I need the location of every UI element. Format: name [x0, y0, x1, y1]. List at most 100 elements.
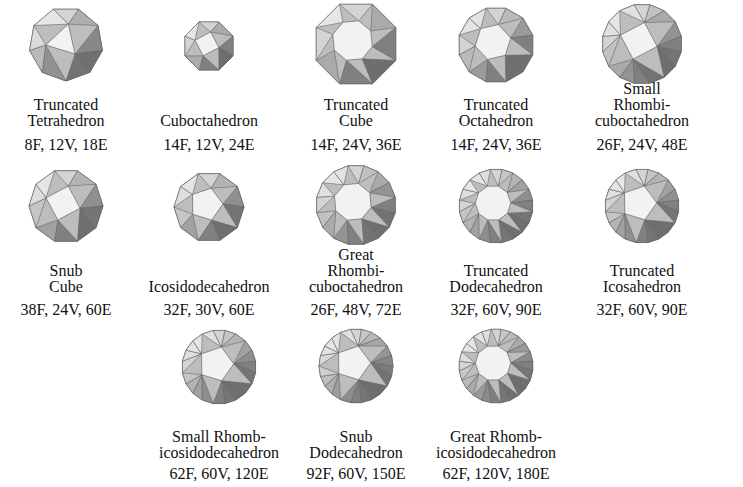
- polyhedron-outline: [30, 9, 103, 81]
- polyhedron-outline: [603, 5, 681, 83]
- face-vertex-edge-count: 32F, 60V, 90E: [597, 302, 688, 318]
- polyhedron-facet: [319, 366, 339, 376]
- polyhedron-facet: [316, 4, 343, 27]
- polyhedron-name: Truncated Dodecahedron: [449, 263, 542, 295]
- polyhedron-face: [333, 21, 372, 60]
- polyhedron-face: [46, 24, 75, 54]
- polyhedron-facet: [490, 169, 502, 186]
- face-vertex-edge-count: 92F, 60V, 150E: [307, 466, 406, 482]
- polyhedron-figure: [316, 4, 395, 83]
- polyhedron-facet: [202, 375, 213, 404]
- polyhedron-facet: [334, 166, 348, 185]
- polyhedron-facet: [371, 363, 392, 386]
- polyhedron-facet: [633, 59, 664, 83]
- polyhedron-facet: [491, 329, 501, 346]
- polyhedron-facet: [332, 332, 341, 352]
- polyhedron-face: [620, 22, 657, 59]
- polyhedron-facet: [219, 48, 233, 70]
- polyhedron-facet: [347, 220, 364, 244]
- polyhedron-facet: [370, 183, 395, 197]
- polyhedron-facet: [340, 4, 373, 21]
- face-vertex-edge-count: 38F, 24V, 60E: [21, 302, 112, 318]
- polyhedron-facet: [199, 22, 219, 32]
- polyhedron-facet: [317, 183, 335, 197]
- polyhedron-name: Great Rhombi- cuboctahedron: [309, 247, 403, 295]
- polyhedron-facet: [223, 186, 244, 207]
- polyhedron-facet: [636, 220, 648, 243]
- polyhedron-face: [339, 346, 371, 380]
- polyhedron-facet: [193, 334, 202, 354]
- face-vertex-edge-count: 26F, 24V, 48E: [597, 137, 688, 153]
- polyhedron-facet: [644, 11, 675, 23]
- face-vertex-edge-count: 14F, 24V, 36E: [451, 137, 542, 153]
- polyhedron-facet: [511, 35, 533, 55]
- polyhedron-facet: [507, 343, 530, 352]
- polyhedron-facet: [198, 174, 220, 188]
- polyhedron-outline: [459, 8, 532, 81]
- polyhedron-facet: [185, 56, 203, 70]
- polyhedron-facet: [30, 26, 46, 51]
- polyhedron-facet: [371, 4, 396, 31]
- polyhedron-facet: [603, 35, 621, 66]
- polyhedron-facet: [181, 174, 199, 195]
- polyhedron-facet: [221, 334, 245, 347]
- polyhedron-facet: [372, 28, 395, 61]
- polyhedron-facet: [507, 180, 529, 193]
- polyhedron-figure: [603, 5, 681, 83]
- face-vertex-edge-count: 62F, 120V, 180E: [443, 466, 550, 482]
- polyhedron-facet: [479, 220, 490, 243]
- polyhedron-name: Truncated Icosahedron: [603, 263, 681, 295]
- polyhedron-outline: [319, 329, 393, 402]
- polyhedron-face: [475, 346, 511, 380]
- polyhedron-figure: [459, 8, 532, 81]
- polyhedron-face: [475, 25, 511, 60]
- polyhedron-facet: [55, 220, 78, 241]
- polyhedron-facet: [486, 8, 506, 24]
- polyhedron-facet: [174, 207, 193, 228]
- polyhedron-facet: [340, 60, 373, 83]
- polyhedron-facet: [213, 330, 225, 347]
- face-vertex-edge-count: 8F, 12V, 18E: [25, 137, 108, 153]
- polyhedron-outline: [317, 166, 395, 244]
- polyhedron-facet: [459, 352, 475, 363]
- polyhedron-facet: [657, 203, 679, 223]
- polyhedron-facet: [459, 200, 475, 212]
- polyhedron-figure: [29, 171, 103, 241]
- polyhedron-facet: [636, 169, 648, 186]
- polyhedron-face: [192, 188, 223, 220]
- polyhedron-outline: [182, 330, 255, 403]
- polyhedron-facet: [213, 381, 225, 404]
- polyhedron-name: Small Rhombi- cuboctahedron: [595, 81, 689, 129]
- polyhedron-outline: [459, 169, 532, 242]
- polyhedron-face: [625, 186, 657, 220]
- polyhedron-name: Small Rhomb- icosidodecahedron: [159, 429, 279, 461]
- polyhedron-facet: [511, 18, 533, 38]
- polyhedron-facet: [609, 11, 621, 35]
- polyhedron-name: Icosidodecahedron: [149, 279, 270, 295]
- polyhedron-name: Snub Cube: [49, 263, 83, 295]
- polyhedron-outline: [174, 174, 244, 241]
- face-vertex-edge-count: 14F, 12V, 24E: [164, 137, 255, 153]
- polyhedron-facet: [634, 5, 650, 23]
- polyhedron-figure: [317, 166, 395, 244]
- polyhedron-facet: [348, 166, 364, 184]
- face-vertex-edge-count: 26F, 48V, 72E: [311, 302, 402, 318]
- polyhedron-figure: [459, 329, 532, 402]
- polyhedron-face: [46, 186, 80, 220]
- polyhedron-facet: [317, 211, 336, 227]
- polyhedron-outline: [459, 329, 532, 402]
- polyhedron-facet: [459, 35, 475, 55]
- polyhedron-facet: [80, 184, 103, 208]
- polyhedron-figure: [459, 169, 532, 242]
- face-vertex-edge-count: 32F, 30V, 60E: [164, 302, 255, 318]
- polyhedron-figure: [174, 174, 244, 241]
- face-vertex-edge-count: 14F, 24V, 36E: [311, 137, 402, 153]
- polyhedron-facet: [644, 173, 668, 186]
- polyhedron-name: Great Rhomb- icosidodecahedron: [436, 429, 556, 461]
- polyhedron-facet: [36, 220, 58, 241]
- polyhedron-facet: [511, 200, 533, 212]
- polyhedron-name: Truncated Cube: [324, 97, 388, 129]
- polyhedron-outline: [185, 22, 233, 70]
